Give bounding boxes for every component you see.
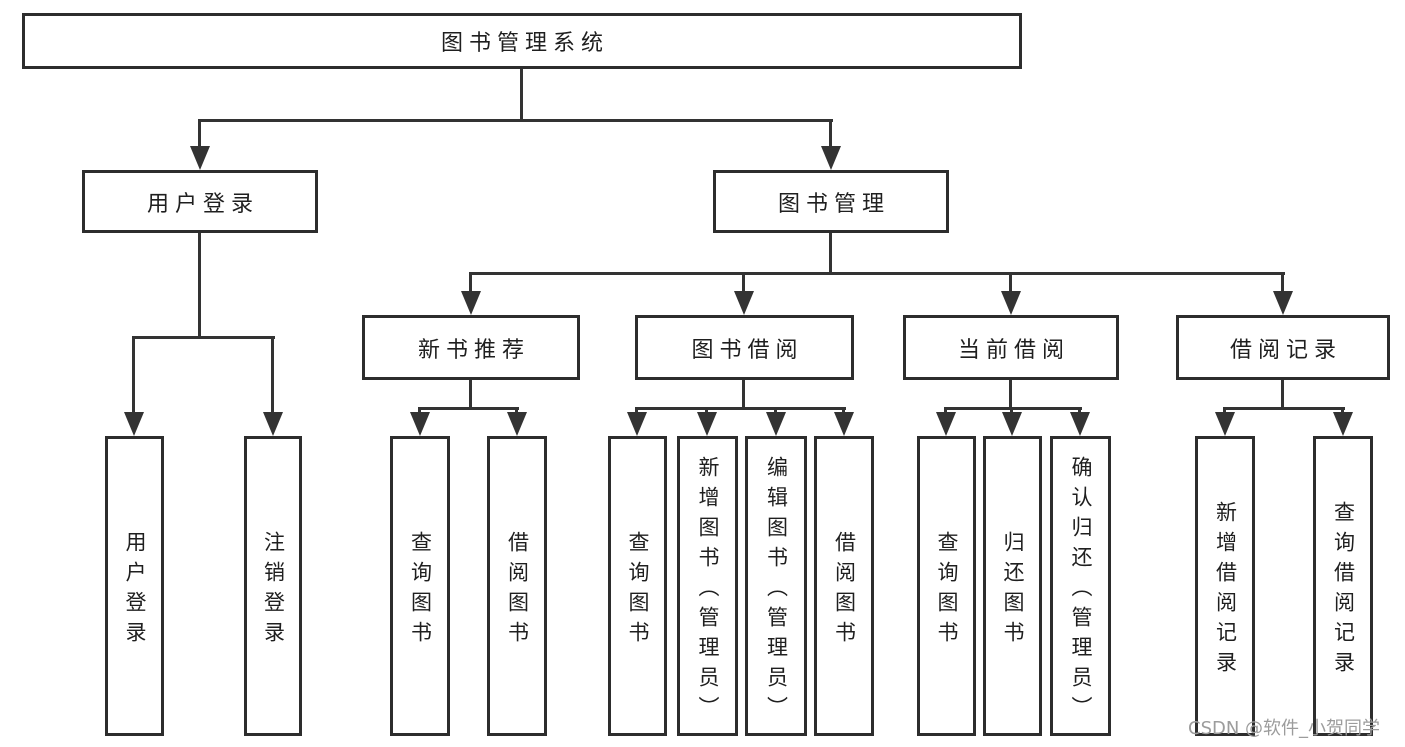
connector-line — [198, 119, 201, 150]
arrow-down-icon — [190, 146, 210, 170]
arrow-down-icon — [627, 412, 647, 436]
connector-line — [520, 69, 523, 119]
leaf-bb-add-book-admin: 新增图书（管理员） — [677, 436, 738, 736]
connector-line — [742, 380, 745, 407]
leaf-br-add-record-label: 新增借阅记录 — [1213, 500, 1238, 681]
arrow-down-icon — [124, 412, 144, 436]
leaf-rec-query-books: 查询图书 — [390, 436, 450, 736]
connector-line — [1223, 407, 1345, 410]
arrow-down-icon — [697, 412, 717, 436]
connector-line — [1010, 407, 1013, 416]
node-book-borrowing: 图书借阅 — [635, 315, 854, 380]
leaf-user-login-label: 用户登录 — [123, 530, 147, 651]
node-user-login: 用户登录 — [82, 170, 318, 233]
arrow-down-icon — [1001, 291, 1021, 315]
connector-line — [469, 380, 472, 407]
leaf-br-add-record: 新增借阅记录 — [1195, 436, 1255, 736]
leaf-rec-query-books-label: 查询图书 — [408, 530, 433, 651]
leaf-bb-borrow-books-label: 借阅图书 — [832, 530, 857, 651]
connector-line — [944, 407, 947, 416]
node-user-login-label: 用户登录 — [146, 191, 259, 217]
node-borrowing-records: 借阅记录 — [1176, 315, 1390, 380]
node-root-label: 图书管理系统 — [440, 31, 609, 56]
arrow-down-icon — [936, 412, 956, 436]
node-new-book-recommend-label: 新书推荐 — [417, 337, 530, 363]
arrow-down-icon — [766, 412, 786, 436]
node-book-borrowing-label: 图书借阅 — [691, 337, 804, 363]
connector-line — [198, 119, 833, 122]
connector-line — [515, 407, 518, 416]
leaf-bb-edit-book-admin-label: 编辑图书（管理员） — [764, 455, 789, 726]
leaf-cb-return-books: 归还图书 — [983, 436, 1042, 736]
connector-line — [1341, 407, 1344, 416]
arrow-down-icon — [1333, 412, 1353, 436]
leaf-br-query-record-label: 查询借阅记录 — [1331, 500, 1356, 681]
arrow-down-icon — [1002, 412, 1022, 436]
arrow-down-icon — [1215, 412, 1235, 436]
connector-line — [742, 272, 745, 295]
arrow-down-icon — [1273, 291, 1293, 315]
leaf-rec-borrow-books: 借阅图书 — [487, 436, 547, 736]
arrow-down-icon — [821, 146, 841, 170]
csdn-watermark: CSDN @软件_小贺同学 — [1188, 718, 1381, 739]
leaf-bb-add-book-admin-label: 新增图书（管理员） — [696, 455, 720, 726]
node-book-management-label: 图书管理 — [777, 191, 890, 217]
connector-line — [635, 407, 638, 416]
connector-line — [1281, 272, 1284, 295]
leaf-user-login: 用户登录 — [105, 436, 164, 736]
connector-line — [829, 233, 832, 272]
connector-line — [469, 272, 1285, 275]
arrow-down-icon — [461, 291, 481, 315]
arrow-down-icon — [734, 291, 754, 315]
connector-line — [944, 407, 1082, 410]
connector-line — [418, 407, 421, 416]
connector-line — [1009, 380, 1012, 407]
leaf-cb-query-books-label: 查询图书 — [935, 530, 959, 651]
connector-line — [829, 119, 832, 150]
connector-line — [198, 233, 201, 336]
leaf-logout-label: 注销登录 — [261, 530, 286, 651]
leaf-cb-query-books: 查询图书 — [917, 436, 976, 736]
leaf-cb-confirm-return-admin-label: 确认归还（管理员） — [1069, 455, 1093, 726]
connector-line — [842, 407, 845, 416]
leaf-bb-query-books-label: 查询图书 — [626, 530, 650, 651]
node-current-borrowing: 当前借阅 — [903, 315, 1119, 380]
leaf-bb-borrow-books: 借阅图书 — [814, 436, 874, 736]
node-borrowing-records-label: 借阅记录 — [1229, 337, 1342, 363]
connector-line — [132, 336, 275, 339]
leaf-cb-confirm-return-admin: 确认归还（管理员） — [1050, 436, 1111, 736]
node-current-borrowing-label: 当前借阅 — [957, 337, 1070, 363]
connector-line — [271, 336, 274, 414]
arrow-down-icon — [507, 412, 527, 436]
leaf-cb-return-books-label: 归还图书 — [1001, 530, 1025, 651]
connector-line — [1078, 407, 1081, 416]
node-book-management: 图书管理 — [713, 170, 949, 233]
leaf-bb-query-books: 查询图书 — [608, 436, 667, 736]
connector-line — [774, 407, 777, 416]
connector-line — [705, 407, 708, 416]
node-root: 图书管理系统 — [22, 13, 1022, 69]
leaf-bb-edit-book-admin: 编辑图书（管理员） — [745, 436, 807, 736]
arrow-down-icon — [263, 412, 283, 436]
leaf-logout: 注销登录 — [244, 436, 302, 736]
connector-line — [1223, 407, 1226, 416]
connector-line — [1281, 380, 1284, 407]
connector-line — [132, 336, 135, 414]
connector-line — [418, 407, 519, 410]
node-new-book-recommend: 新书推荐 — [362, 315, 580, 380]
leaf-br-query-record: 查询借阅记录 — [1313, 436, 1373, 736]
arrow-down-icon — [834, 412, 854, 436]
arrow-down-icon — [410, 412, 430, 436]
connector-line — [635, 407, 846, 410]
connector-line — [469, 272, 472, 295]
leaf-rec-borrow-books-label: 借阅图书 — [505, 530, 530, 651]
arrow-down-icon — [1070, 412, 1090, 436]
connector-line — [1009, 272, 1012, 295]
